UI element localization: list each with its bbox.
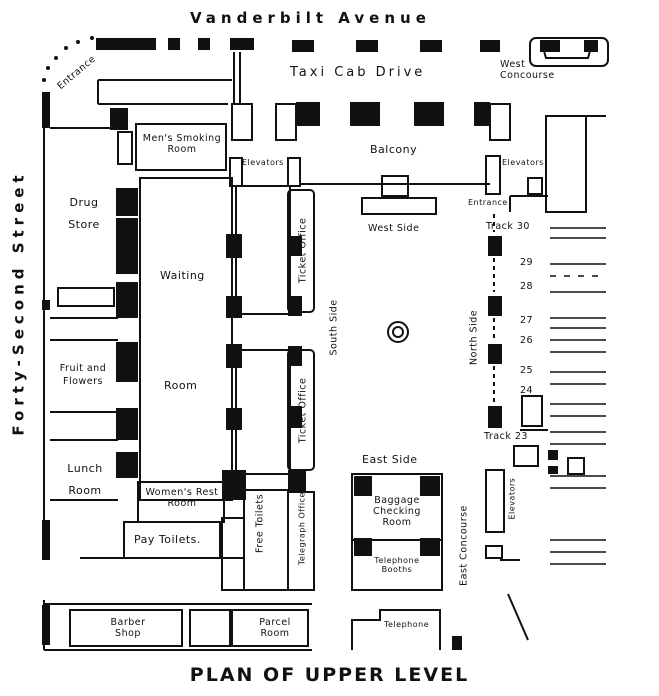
- lunch-room-label: Lunch Room: [67, 462, 103, 497]
- track-30-label: Track 30: [486, 221, 530, 232]
- forty-second-street-label: Forty-Second Street: [9, 170, 28, 436]
- fruit-and-flowers-label: Fruit and Flowers: [59, 363, 107, 388]
- track-25-label: 25: [520, 365, 534, 376]
- room-label: Room: [164, 379, 198, 392]
- plan-title: PLAN OF UPPER LEVEL: [189, 664, 470, 686]
- ticket-office-top-label: Ticket Office: [297, 217, 309, 284]
- barber-shop-label: Barber Shop: [110, 617, 146, 639]
- taxi-cab-drive-label: Taxi Cab Drive: [290, 65, 426, 80]
- telephone-booths-label: Telephone Booths: [374, 556, 420, 575]
- track-29-label: 29: [520, 257, 534, 268]
- east-side-label: East Side: [362, 453, 418, 466]
- west-concourse-label: West Concourse: [500, 59, 555, 81]
- pay-toilets-label: Pay Toilets.: [134, 533, 201, 546]
- track-28-label: 28: [520, 281, 534, 292]
- mens-smoking-room-label: Men's Smoking Room: [142, 133, 222, 155]
- baggage-checking-room-label: Baggage Checking Room: [373, 495, 421, 528]
- west-side-label: West Side: [368, 223, 420, 234]
- elevators-east-label: Elevators: [507, 477, 517, 520]
- track-23-label: Track 23: [484, 431, 528, 442]
- track-24-label: 24: [520, 385, 534, 396]
- ne-structure: [529, 37, 609, 67]
- telegraph-office-label: Telegraph Office: [297, 492, 307, 566]
- drug-store-label: Drug Store: [68, 196, 100, 231]
- vanderbilt-wall: [96, 38, 598, 52]
- track-26-label: 26: [520, 335, 534, 346]
- nw-entrance-arc: [42, 36, 94, 82]
- elevators-right-label: Elevators: [502, 158, 544, 167]
- waiting-label: Waiting: [160, 269, 205, 282]
- south-side-label: South Side: [328, 299, 340, 356]
- north-side-label: North Side: [468, 309, 480, 366]
- track-27-label: 27: [520, 315, 534, 326]
- entrance-right-label: Entrance: [468, 198, 508, 207]
- ticket-office-bottom-label: Ticket Office: [297, 377, 309, 444]
- free-toilets-label: Free Toilets: [254, 493, 266, 553]
- telephone-label: Telephone: [384, 620, 430, 629]
- vanderbilt-avenue-label: Vanderbilt Avenue: [190, 9, 431, 27]
- balcony-label: Balcony: [370, 143, 418, 156]
- east-concourse-label: East Concourse: [458, 505, 470, 586]
- womens-rest-room-label: Women's Rest Room: [145, 487, 219, 509]
- tracks: [550, 227, 606, 565]
- elevators-left-label: Elevators: [242, 158, 284, 167]
- parcel-room-label: Parcel Room: [259, 617, 291, 639]
